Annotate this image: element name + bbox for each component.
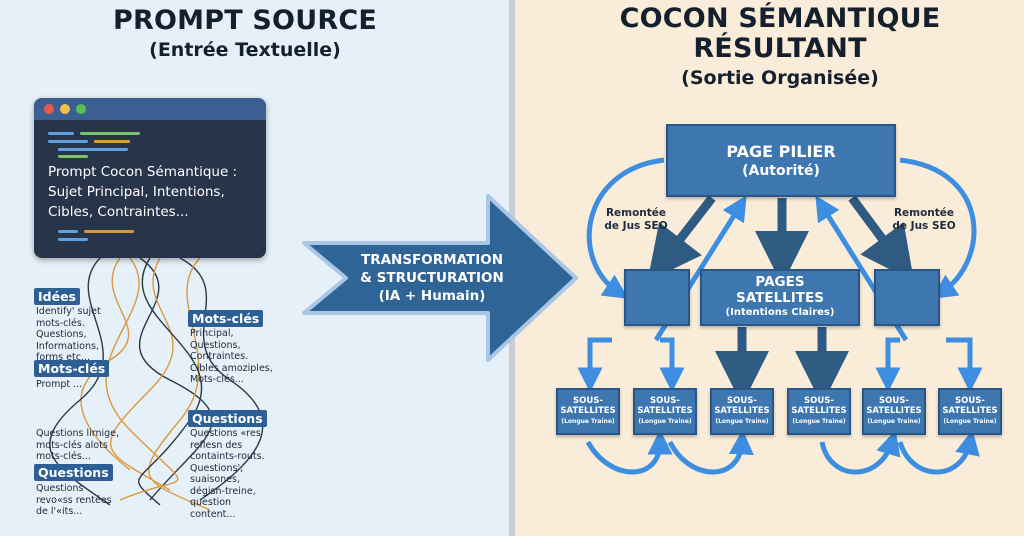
sub-satellite-line3: (Longue Traine) <box>867 418 921 425</box>
code-line-icon <box>84 230 134 233</box>
code-line-icon <box>80 132 140 135</box>
sub-satellite-line2: SATELLITES <box>942 406 998 416</box>
sub-satellite-line3: (Longue Traine) <box>792 418 846 425</box>
prompt-text: Prompt Cocon Sémantique : Sujet Principa… <box>48 162 262 222</box>
transformation-label: TRANSFORMATION & STRUCTURATION (IA + Hum… <box>332 251 532 305</box>
sub-satellite-box: SOUS- SATELLITES (Longue Traine) <box>556 388 620 435</box>
note-motscles-right: Principal, Questions, Contraintes. Cible… <box>190 328 273 385</box>
sub-satellite-line2: SATELLITES <box>714 406 770 416</box>
badge-questions-left: Questions <box>34 464 113 481</box>
badge-idees: Idées <box>34 288 80 305</box>
sub-satellite-line3: (Longue Traine) <box>943 418 997 425</box>
sub-satellite-line2: SATELLITES <box>637 406 693 416</box>
sub-satellite-line1: SOUS- <box>727 396 757 406</box>
note-motscles-left: Prompt ... <box>36 379 83 390</box>
sub-satellite-line2: SATELLITES <box>866 406 922 416</box>
code-line-icon <box>48 132 74 135</box>
satellite-box-right <box>874 269 940 326</box>
note-questions-left: Questions revo«ss rentées de l'«its... <box>36 483 112 517</box>
code-line-icon <box>58 148 128 151</box>
note-idees: Identify' sujet mots-clés. Questions, In… <box>36 306 101 363</box>
transformation-arrow <box>302 194 578 362</box>
maximize-dot-icon <box>76 104 86 114</box>
jus-left-line1: Remontée <box>605 207 667 219</box>
prompt-window: Prompt Cocon Sémantique : Sujet Principa… <box>34 98 266 258</box>
sub-satellite-box: SOUS- SATELLITES (Longue Traine) <box>787 388 851 435</box>
jus-right-line1: Remontée <box>893 207 955 219</box>
jus-left-line2: de Jus SEO <box>604 220 668 232</box>
transformation-line3: (IA + Humain) <box>378 288 486 304</box>
tangled-threads <box>49 257 264 511</box>
jus-seo-right: Remontée de Jus SEO <box>884 207 964 233</box>
sub-satellite-line3: (Longue Traine) <box>561 418 615 425</box>
sub-satellite-box: SOUS- SATELLITES (Longue Traine) <box>710 388 774 435</box>
sub-satellite-line1: SOUS- <box>650 396 680 406</box>
pilier-arrows <box>647 195 915 405</box>
badge-motscles-left: Mots-clés <box>34 360 110 377</box>
note-questions-right: Questions «res reflesn des containts-rou… <box>190 428 265 520</box>
transformation-line2: & STRUCTURATION <box>360 270 504 286</box>
jus-right-line2: de Jus SEO <box>892 220 956 232</box>
right-title-line1: COCON SÉMANTIQUE <box>619 3 941 34</box>
badge-motscles-right: Mots-clés <box>188 310 264 327</box>
code-line-icon <box>48 140 88 143</box>
minimize-dot-icon <box>60 104 70 114</box>
prompt-line: Prompt Cocon Sémantique : <box>48 164 238 180</box>
sub-satellite-box: SOUS- SATELLITES (Longue Traine) <box>862 388 926 435</box>
prompt-line: Cibles, Contraintes... <box>48 204 189 220</box>
note-mid-left: Questions lirnige, mots-clés alots mots-… <box>36 428 120 462</box>
right-title: COCON SÉMANTIQUE RÉSULTANT (Sortie Organ… <box>540 3 1020 90</box>
window-titlebar <box>34 98 266 120</box>
right-title-line2: RÉSULTANT <box>693 33 867 65</box>
satellites-label-2: SATELLITES <box>736 290 824 306</box>
pilier-sub: (Autorité) <box>742 163 820 179</box>
sub-satellite-line3: (Longue Traine) <box>638 418 692 425</box>
prompt-line: Sujet Principal, Intentions, <box>48 184 225 200</box>
left-title-main: PROMPT SOURCE <box>113 5 377 36</box>
transformation-line1: TRANSFORMATION <box>360 252 503 268</box>
code-line-icon <box>58 155 88 158</box>
left-title-sub: (Entrée Textuelle) <box>149 39 341 62</box>
satellites-label-1: PAGES <box>755 274 805 290</box>
code-line-icon <box>58 230 78 233</box>
sub-satellite-line1: SOUS- <box>804 396 834 406</box>
light-arrows <box>577 157 983 475</box>
sub-satellite-box: SOUS- SATELLITES (Longue Traine) <box>633 388 697 435</box>
sub-satellite-line2: SATELLITES <box>791 406 847 416</box>
sub-satellite-line1: SOUS- <box>573 396 603 406</box>
pages-satellites-box: PAGES SATELLITES (Intentions Claires) <box>700 269 860 326</box>
left-title: PROMPT SOURCE (Entrée Textuelle) <box>0 5 490 62</box>
close-dot-icon <box>44 104 54 114</box>
satellite-box-left <box>624 269 690 326</box>
badge-questions-right: Questions <box>188 410 267 427</box>
sub-satellite-line2: SATELLITES <box>560 406 616 416</box>
sub-satellite-line3: (Longue Traine) <box>715 418 769 425</box>
page-pilier-box: PAGE PILIER (Autorité) <box>666 124 896 197</box>
code-line-icon <box>94 140 130 143</box>
satellites-sub: (Intentions Claires) <box>725 307 835 318</box>
sub-satellite-line1: SOUS- <box>879 396 909 406</box>
sub-satellite-box: SOUS- SATELLITES (Longue Traine) <box>938 388 1002 435</box>
right-title-sub: (Sortie Organisée) <box>681 67 879 90</box>
code-line-icon <box>58 238 88 241</box>
pilier-label: PAGE PILIER <box>726 142 836 161</box>
jus-seo-left: Remontée de Jus SEO <box>596 207 676 233</box>
sub-satellite-line1: SOUS- <box>955 396 985 406</box>
